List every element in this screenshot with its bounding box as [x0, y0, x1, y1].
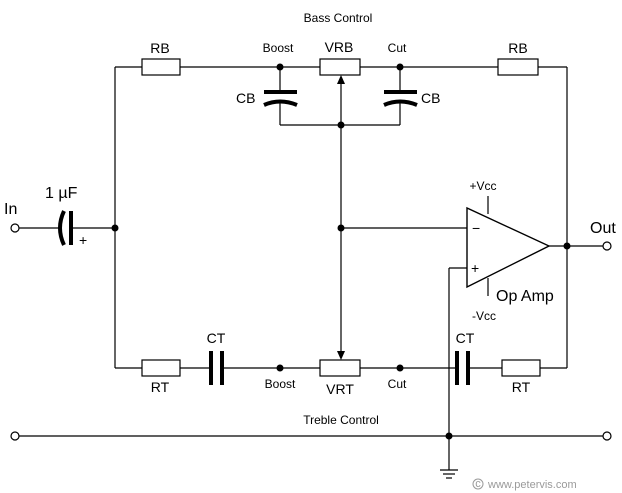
cut-bottom-label: Cut — [388, 377, 407, 391]
terminals — [10, 223, 612, 441]
op-amp-label: Op Amp — [496, 288, 554, 305]
vrb-label: VRB — [325, 39, 354, 55]
rb-right-label: RB — [508, 40, 527, 56]
copyright-icon: c — [475, 478, 481, 490]
input-cap-label: 1 µF — [45, 185, 78, 202]
rt-right-resistor — [501, 359, 541, 377]
cut-top-label: Cut — [388, 41, 407, 55]
output-label: Out — [590, 220, 616, 237]
cb-right-label: CB — [421, 90, 440, 106]
vrt-potentiometer — [319, 359, 361, 377]
boost-bottom-label: Boost — [265, 377, 296, 391]
vrt-wiper-arrow — [337, 351, 345, 360]
cb-left-capacitor — [263, 90, 298, 107]
vcc-plus-label: +Vcc — [469, 179, 496, 193]
ct-right-capacitor — [455, 351, 470, 385]
rt-right-label: RT — [512, 379, 531, 395]
opamp-minus-label: − — [472, 220, 480, 236]
cb-left-label: CB — [236, 90, 255, 106]
ct-right-label: CT — [456, 330, 475, 346]
opamp-plus-label: + — [471, 260, 479, 276]
rb-left-label: RB — [150, 40, 169, 56]
ct-left-label: CT — [207, 330, 226, 346]
vrt-label: VRT — [326, 381, 354, 397]
watermark: c www.petervis.com — [472, 478, 577, 491]
bass-control-label: Bass Control — [304, 11, 373, 25]
input-terminal — [10, 223, 20, 233]
junction-dots — [111, 63, 571, 440]
vrb-potentiometer — [319, 58, 361, 76]
rt-left-label: RT — [151, 379, 170, 395]
cap-plus-label: + — [79, 232, 87, 248]
watermark-text: www.petervis.com — [487, 479, 577, 491]
rb-left-resistor — [141, 58, 181, 76]
boost-top-label: Boost — [263, 41, 294, 55]
op-amp-symbol — [466, 206, 551, 289]
rt-left-resistor — [141, 359, 181, 377]
input-capacitor — [58, 210, 73, 246]
vcc-minus-label: -Vcc — [472, 309, 496, 323]
cb-right-capacitor — [383, 90, 418, 107]
ground-icon — [440, 469, 458, 479]
output-terminal — [602, 241, 612, 251]
ct-left-capacitor — [209, 351, 224, 385]
ground-right-terminal — [602, 431, 612, 441]
wires — [19, 66, 604, 470]
treble-control-label: Treble Control — [303, 413, 379, 427]
vrb-wiper-arrow — [337, 75, 345, 84]
rb-right-resistor — [497, 58, 539, 76]
input-label: In — [4, 201, 17, 218]
ground-left-terminal — [10, 431, 20, 441]
